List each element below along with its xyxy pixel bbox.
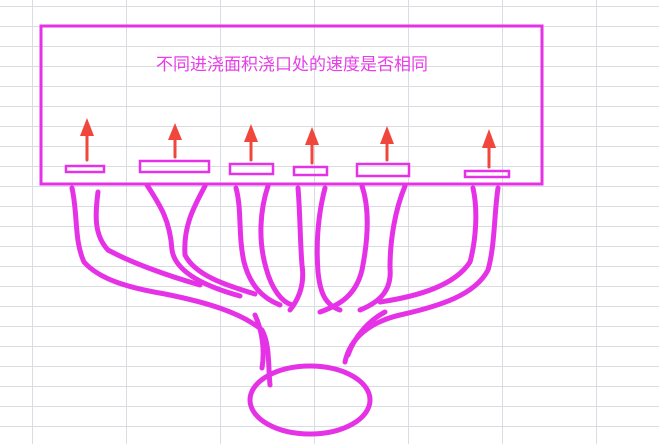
up-arrow-icon bbox=[80, 118, 94, 162]
gate-3 bbox=[228, 162, 275, 176]
up-arrow-icon bbox=[380, 126, 394, 162]
gate-4 bbox=[292, 165, 329, 177]
gate-5 bbox=[355, 162, 411, 178]
up-arrow-icon bbox=[244, 124, 258, 162]
casting-cavity-box bbox=[39, 24, 544, 186]
gate-6 bbox=[463, 169, 511, 179]
diagram-title: 不同进浇面积浇口处的速度是否相同 bbox=[156, 55, 428, 75]
sprue-ellipse bbox=[247, 363, 373, 437]
up-arrow-icon bbox=[482, 129, 496, 169]
runner-system bbox=[69, 182, 501, 388]
up-arrow-icon bbox=[305, 127, 319, 165]
gate-2 bbox=[138, 159, 211, 174]
up-arrow-icon bbox=[168, 123, 182, 159]
gate-1 bbox=[64, 164, 106, 174]
